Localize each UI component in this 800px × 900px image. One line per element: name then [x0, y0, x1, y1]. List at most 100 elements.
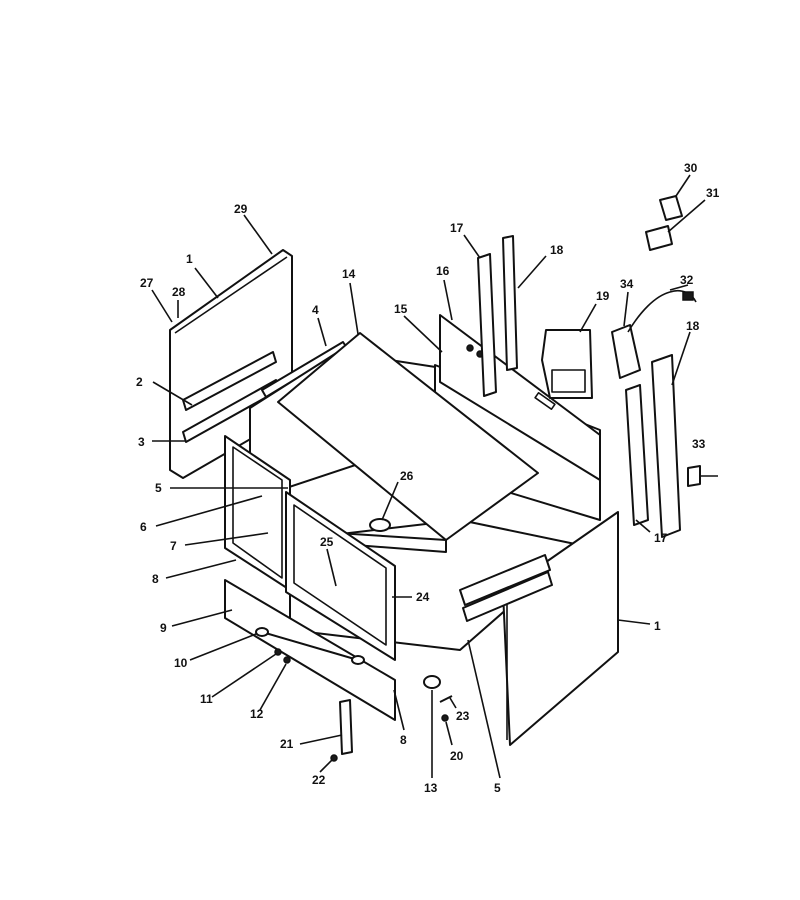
relay-component [659, 195, 683, 221]
handle-end-right [351, 655, 365, 665]
leader-10 [189, 633, 257, 661]
callout-19: 19 [596, 289, 610, 303]
leader-17a [463, 234, 481, 259]
rear-rail-right [502, 235, 518, 371]
leader-18a [517, 255, 547, 289]
callout-21: 21 [280, 737, 294, 751]
burner-knob [369, 518, 391, 532]
callout-7: 7 [170, 539, 177, 553]
callout-17a: 17 [450, 221, 464, 235]
door-panel [224, 579, 396, 721]
leader-2 [152, 381, 193, 406]
leader-1b [617, 619, 651, 625]
part-drawings [169, 195, 701, 762]
leader-11 [211, 653, 277, 698]
callout-26: 26 [400, 469, 414, 483]
leader-29 [243, 214, 273, 255]
callout-4: 4 [312, 303, 319, 317]
callout-10: 10 [174, 656, 188, 670]
callout-32: 32 [680, 273, 694, 287]
callout-33: 33 [692, 437, 706, 451]
callout-17b: 17 [654, 531, 668, 545]
panel-hole-1 [466, 344, 474, 352]
callout-34: 34 [620, 277, 634, 291]
handle-screw [274, 648, 282, 656]
handle-end-left [255, 627, 269, 637]
leveling-leg [423, 675, 441, 689]
callout-28: 28 [172, 285, 186, 299]
leader-26 [381, 481, 399, 521]
callout-5b: 5 [494, 781, 501, 795]
callout-31: 31 [706, 186, 720, 200]
callout-29: 29 [234, 202, 248, 216]
callout-24: 24 [416, 590, 430, 604]
leader-5b [467, 639, 501, 779]
top-panel [277, 332, 539, 541]
leader-23 [449, 697, 457, 709]
callout-16: 16 [436, 264, 450, 278]
callout-23: 23 [456, 709, 470, 723]
callout-8b: 8 [400, 733, 407, 747]
leader-31 [667, 199, 706, 233]
callout-2: 2 [136, 375, 143, 389]
side-rail-left [625, 384, 649, 526]
panel-slot [534, 392, 556, 410]
leader-6 [155, 495, 263, 527]
control-housing-window [551, 369, 586, 393]
callout-15: 15 [394, 302, 408, 316]
mounting-clip [687, 465, 701, 487]
hinge-bracket [339, 699, 353, 755]
leader-22 [319, 759, 333, 773]
leader-17b [635, 519, 651, 533]
leader-27 [151, 289, 173, 323]
leader-16 [443, 279, 453, 321]
leader-9 [171, 609, 233, 627]
leader-8a [165, 559, 237, 579]
lower-shelf-rail [462, 571, 553, 622]
leader-lines [151, 174, 718, 779]
clip-part [439, 695, 453, 703]
callout-9: 9 [160, 621, 167, 635]
callout-20: 20 [450, 749, 464, 763]
door-glass-inner [293, 504, 387, 646]
leader-12 [259, 663, 287, 711]
callout-1b: 1 [654, 619, 661, 633]
handle-washer [283, 656, 291, 664]
leader-15 [403, 315, 443, 353]
leader-8b [393, 689, 405, 731]
callout-labels: 1 1 2 3 4 5 5 6 7 8 8 9 10 11 12 13 14 1… [136, 161, 720, 795]
hinge-bracket-nut [330, 754, 338, 762]
back-panel-bracket-upper [182, 351, 277, 411]
terminal-block [645, 225, 673, 251]
leader-19 [579, 303, 597, 333]
back-panel-top-edge [174, 256, 288, 334]
leader-32 [669, 284, 689, 291]
leader-20 [445, 721, 453, 746]
leader-30 [675, 174, 691, 197]
leader-7 [184, 532, 269, 546]
leader-34 [623, 291, 629, 327]
callout-25: 25 [320, 535, 334, 549]
callout-5a: 5 [155, 481, 162, 495]
callout-6: 6 [140, 520, 147, 534]
door-glass-frame [285, 491, 396, 661]
lower-shelf [459, 554, 551, 606]
callout-8a: 8 [152, 572, 159, 586]
callout-22: 22 [312, 773, 326, 787]
rear-rail-left [477, 253, 497, 397]
leader-4 [317, 317, 327, 347]
leader-25 [326, 548, 337, 587]
door-frame-inner [232, 446, 283, 579]
callout-18a: 18 [550, 243, 564, 257]
callout-12: 12 [250, 707, 264, 721]
leader-1a [194, 267, 219, 299]
leader-14 [349, 282, 359, 335]
leader-21 [299, 734, 343, 745]
callout-3: 3 [138, 435, 145, 449]
leader-18b [671, 331, 691, 386]
callout-30: 30 [684, 161, 698, 175]
side-rail-right [651, 354, 681, 538]
wire-plug [682, 291, 694, 301]
handle-bar [261, 631, 359, 661]
